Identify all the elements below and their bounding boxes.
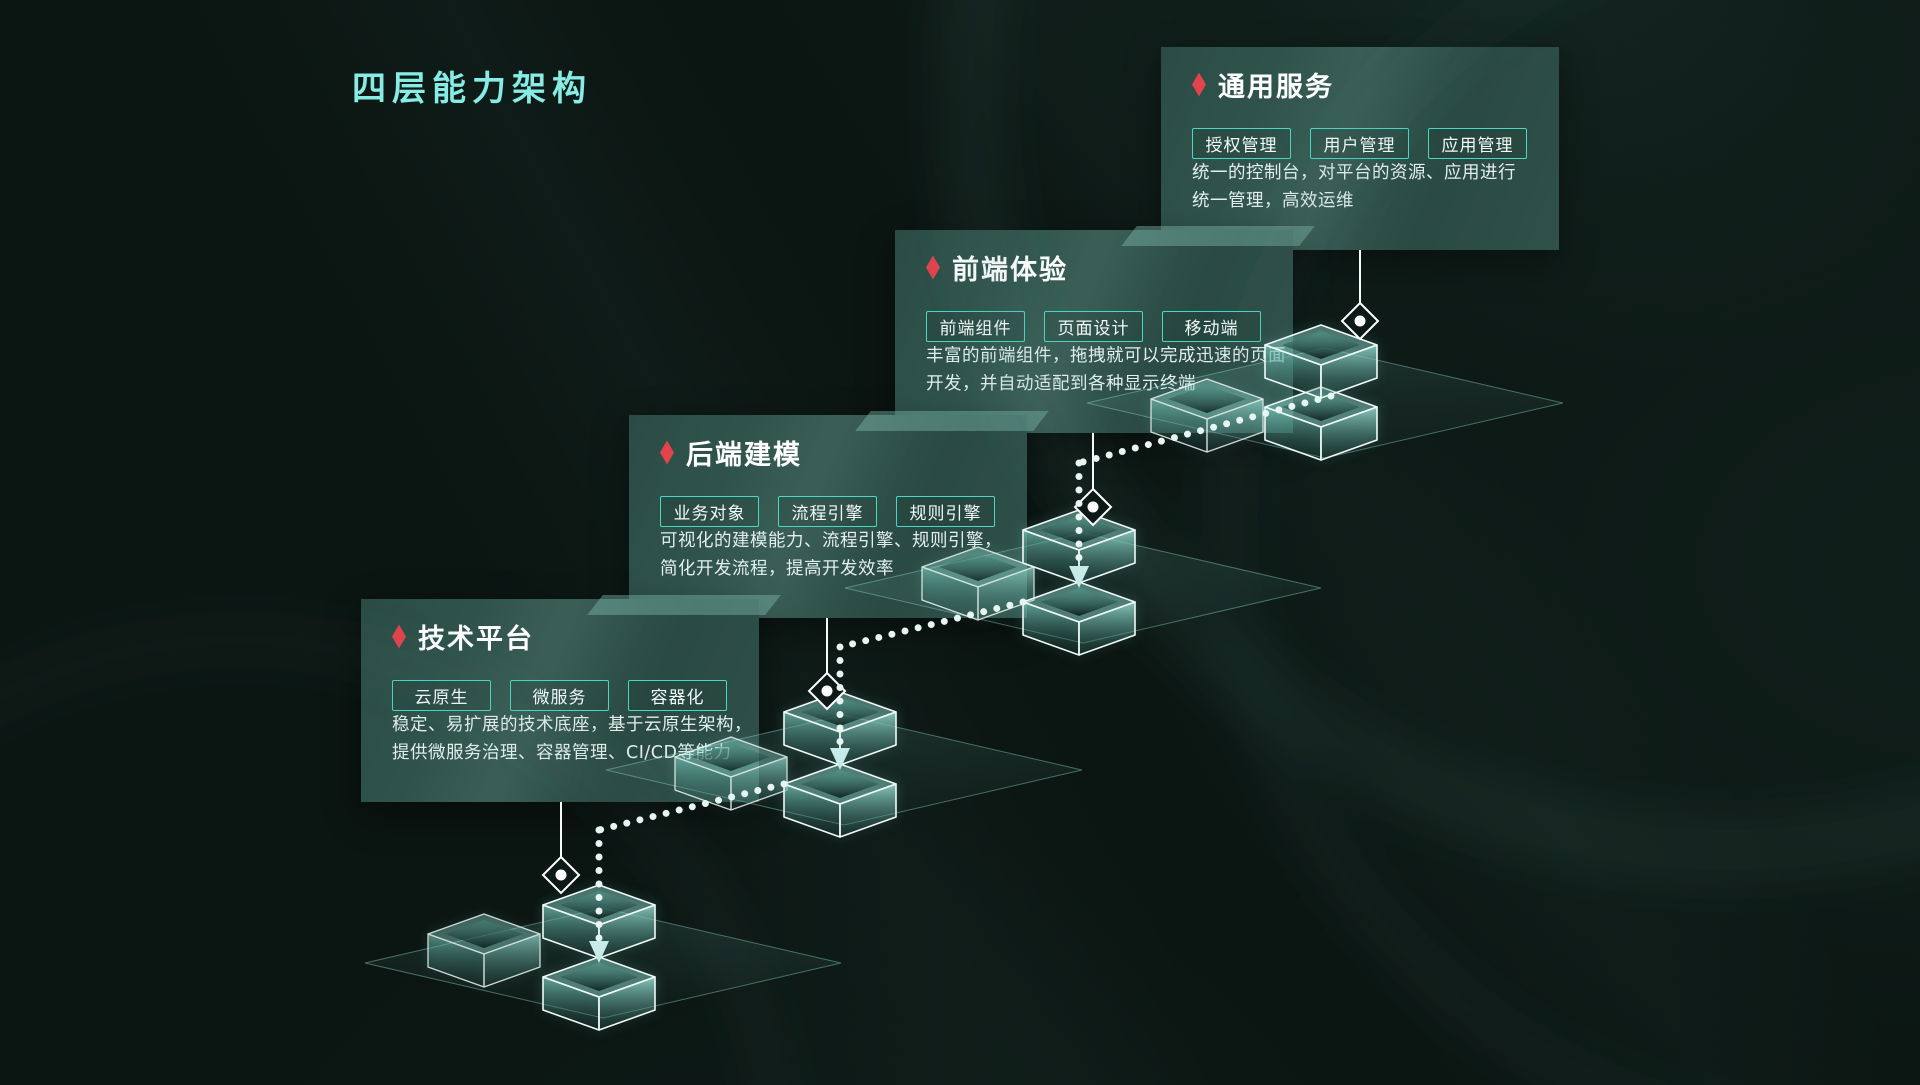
tag-chip: 微服务 [510, 680, 609, 711]
description-line: 统一管理，高效运维 [1192, 191, 1354, 211]
tag-chip: 移动端 [1162, 311, 1261, 342]
tag-list: 前端组件 页面设计 移动端 [926, 311, 1261, 342]
layer-description: 可视化的建模能力、流程引擎、规则引擎， 简化开发流程，提高开发效率 [660, 527, 1002, 583]
layer-card-backend: 后端建模 业务对象 流程引擎 规则引擎 可视化的建模能力、流程引擎、规则引擎， … [629, 411, 1049, 618]
layer-description: 稳定、易扩展的技术底座，基于云原生架构， 提供微服务治理、容器管理、CI/CD等… [392, 711, 752, 767]
panel-accent-band [587, 595, 781, 615]
layer-title-text: 技术平台 [418, 624, 534, 655]
description-line: 丰富的前端组件，拖拽就可以完成迅速的页面 [926, 346, 1286, 366]
tag-chip: 授权管理 [1192, 128, 1291, 159]
layer-title: 通用服务 [1192, 65, 1334, 104]
panel-accent-band [1121, 226, 1315, 246]
tag-list: 授权管理 用户管理 应用管理 [1192, 128, 1527, 159]
layer-card-tech: 技术平台 云原生 微服务 容器化 稳定、易扩展的技术底座，基于云原生架构， 提供… [361, 595, 781, 802]
layer-title-text: 前端体验 [952, 255, 1068, 286]
description-line: 提供微服务治理、容器管理、CI/CD等能力 [392, 743, 732, 763]
layer-title-text: 通用服务 [1218, 72, 1334, 103]
tag-list: 业务对象 流程引擎 规则引擎 [660, 496, 995, 527]
tag-chip: 应用管理 [1428, 128, 1527, 159]
layer-description: 统一的控制台，对平台的资源、应用进行 统一管理，高效运维 [1192, 159, 1516, 215]
diamond-bullet-icon [660, 440, 674, 465]
tag-chip: 容器化 [628, 680, 727, 711]
diamond-bullet-icon [1192, 72, 1206, 97]
tag-chip: 用户管理 [1310, 128, 1409, 159]
diamond-bullet-icon [926, 255, 940, 280]
layer-description: 丰富的前端组件，拖拽就可以完成迅速的页面 开发，并自动适配到各种显示终端 [926, 342, 1286, 398]
layer-title: 前端体验 [926, 248, 1068, 287]
layer-title-text: 后端建模 [686, 440, 802, 471]
diamond-bullet-icon [392, 624, 406, 649]
layer-title: 后端建模 [660, 433, 802, 472]
layer-title: 技术平台 [392, 617, 534, 656]
tag-chip: 业务对象 [660, 496, 759, 527]
description-line: 简化开发流程，提高开发效率 [660, 559, 894, 579]
page-title: 四层能力架构 [352, 68, 592, 109]
description-line: 统一的控制台，对平台的资源、应用进行 [1192, 163, 1516, 183]
tag-chip: 规则引擎 [896, 496, 995, 527]
tag-list: 云原生 微服务 容器化 [392, 680, 727, 711]
description-line: 稳定、易扩展的技术底座，基于云原生架构， [392, 715, 752, 735]
description-line: 开发，并自动适配到各种显示终端 [926, 374, 1196, 394]
tag-chip: 流程引擎 [778, 496, 877, 527]
layer-card-frontend: 前端体验 前端组件 页面设计 移动端 丰富的前端组件，拖拽就可以完成迅速的页面 … [895, 226, 1315, 433]
layer-card-general: 通用服务 授权管理 用户管理 应用管理 统一的控制台，对平台的资源、应用进行 统… [1161, 47, 1559, 250]
tag-chip: 前端组件 [926, 311, 1025, 342]
description-line: 可视化的建模能力、流程引擎、规则引擎， [660, 531, 1002, 551]
panel-accent-band [855, 411, 1049, 431]
tag-chip: 页面设计 [1044, 311, 1143, 342]
tag-chip: 云原生 [392, 680, 491, 711]
